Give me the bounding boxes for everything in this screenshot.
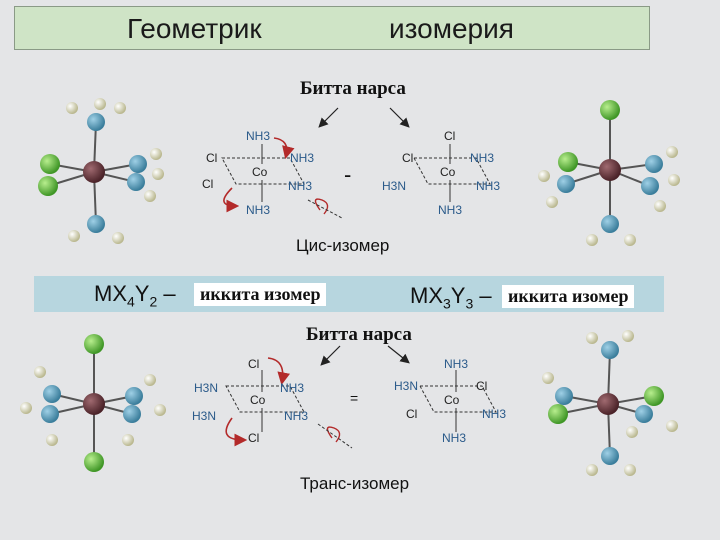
formula-a-main: MX <box>94 281 127 306</box>
formula-b-dash: – <box>473 283 492 308</box>
trans-b-top: NH3 <box>444 357 468 371</box>
trans-a-left-up: H3N <box>194 381 218 395</box>
arrow-top-left <box>318 107 339 128</box>
cis-a-center: Co <box>252 165 268 179</box>
molecule-top-right <box>538 100 680 246</box>
trans-a-bottom: Cl <box>248 431 259 445</box>
cis-b-left-down: H3N <box>382 179 406 193</box>
formula-b-main: MX <box>410 283 443 308</box>
cis-b-left-up: Cl <box>402 151 413 165</box>
trans-a-top: Cl <box>248 357 259 371</box>
cis-b-center: Co <box>440 165 456 179</box>
cis-a-right-down: NH3 <box>288 179 312 193</box>
complex-cis-a: NH3 Cl NH3 Co Cl NH3 NH3 <box>202 129 343 219</box>
formula-a-mid: Y <box>134 281 150 306</box>
trans-b-left-up: H3N <box>394 379 418 393</box>
trans-b-right-up: Cl <box>476 379 487 393</box>
complex-trans-a: Cl H3N NH3 Co H3N NH3 Cl <box>192 357 353 449</box>
molecule-top-left <box>38 98 164 244</box>
arrow-top-right <box>389 107 410 128</box>
title-bar: Геометрик изомерия <box>14 6 650 50</box>
top-caption: Цис-изомер <box>296 236 390 255</box>
cis-a-left-down: Cl <box>202 177 213 191</box>
label-mx3y3: иккита изомер <box>502 285 635 308</box>
bottom-caption: Транс-изомер <box>300 474 410 493</box>
formula-b-sub1: 3 <box>443 295 451 312</box>
title-left: Геометрик <box>127 13 262 44</box>
complex-trans-b: NH3 H3N Cl Co Cl NH3 NH3 <box>394 357 506 445</box>
trans-a-left-down: H3N <box>192 409 216 423</box>
trans-b-left-down: Cl <box>406 407 417 421</box>
trans-b-bottom: NH3 <box>442 431 466 445</box>
top-separator: - <box>344 162 352 187</box>
formula-b-mid: Y <box>450 283 466 308</box>
trans-a-right-down: NH3 <box>284 409 308 423</box>
complex-cis-b: Cl Cl NH3 Co H3N NH3 NH3 <box>382 129 500 217</box>
molecule-bottom-right <box>542 330 678 476</box>
formula-a-sub1: 4 <box>127 293 135 310</box>
formula-b-sub2: 3 <box>465 295 474 312</box>
formula-mx4y2: MX4Y2 – <box>94 281 176 309</box>
arrow-bottom-right <box>387 345 410 364</box>
label-mx4y2: иккита изомер <box>194 283 327 306</box>
bottom-heading: Битта нарса <box>306 324 412 345</box>
cis-a-left-up: Cl <box>206 151 217 165</box>
top-heading: Битта нарса <box>300 78 406 99</box>
formula-a-dash: – <box>157 281 176 306</box>
formula-mx3y3: MX3Y3 – <box>410 283 492 311</box>
cis-a-bottom: NH3 <box>246 203 270 217</box>
cis-a-top: NH3 <box>246 129 270 143</box>
cis-b-bottom: NH3 <box>438 203 462 217</box>
cis-b-right-up: NH3 <box>470 151 494 165</box>
cis-b-top: Cl <box>444 129 455 143</box>
molecule-bottom-left <box>20 334 166 472</box>
trans-b-center: Co <box>444 393 460 407</box>
trans-b-right-down: NH3 <box>482 407 506 421</box>
trans-a-center: Co <box>250 393 266 407</box>
cis-b-right-down: NH3 <box>476 179 500 193</box>
trans-a-right-up: NH3 <box>280 381 304 395</box>
arrow-bottom-left <box>320 345 341 366</box>
title-right: изомерия <box>389 13 514 44</box>
formula-a-sub2: 2 <box>149 293 158 310</box>
bottom-separator: = <box>350 390 359 406</box>
cis-a-right-up: NH3 <box>290 151 314 165</box>
